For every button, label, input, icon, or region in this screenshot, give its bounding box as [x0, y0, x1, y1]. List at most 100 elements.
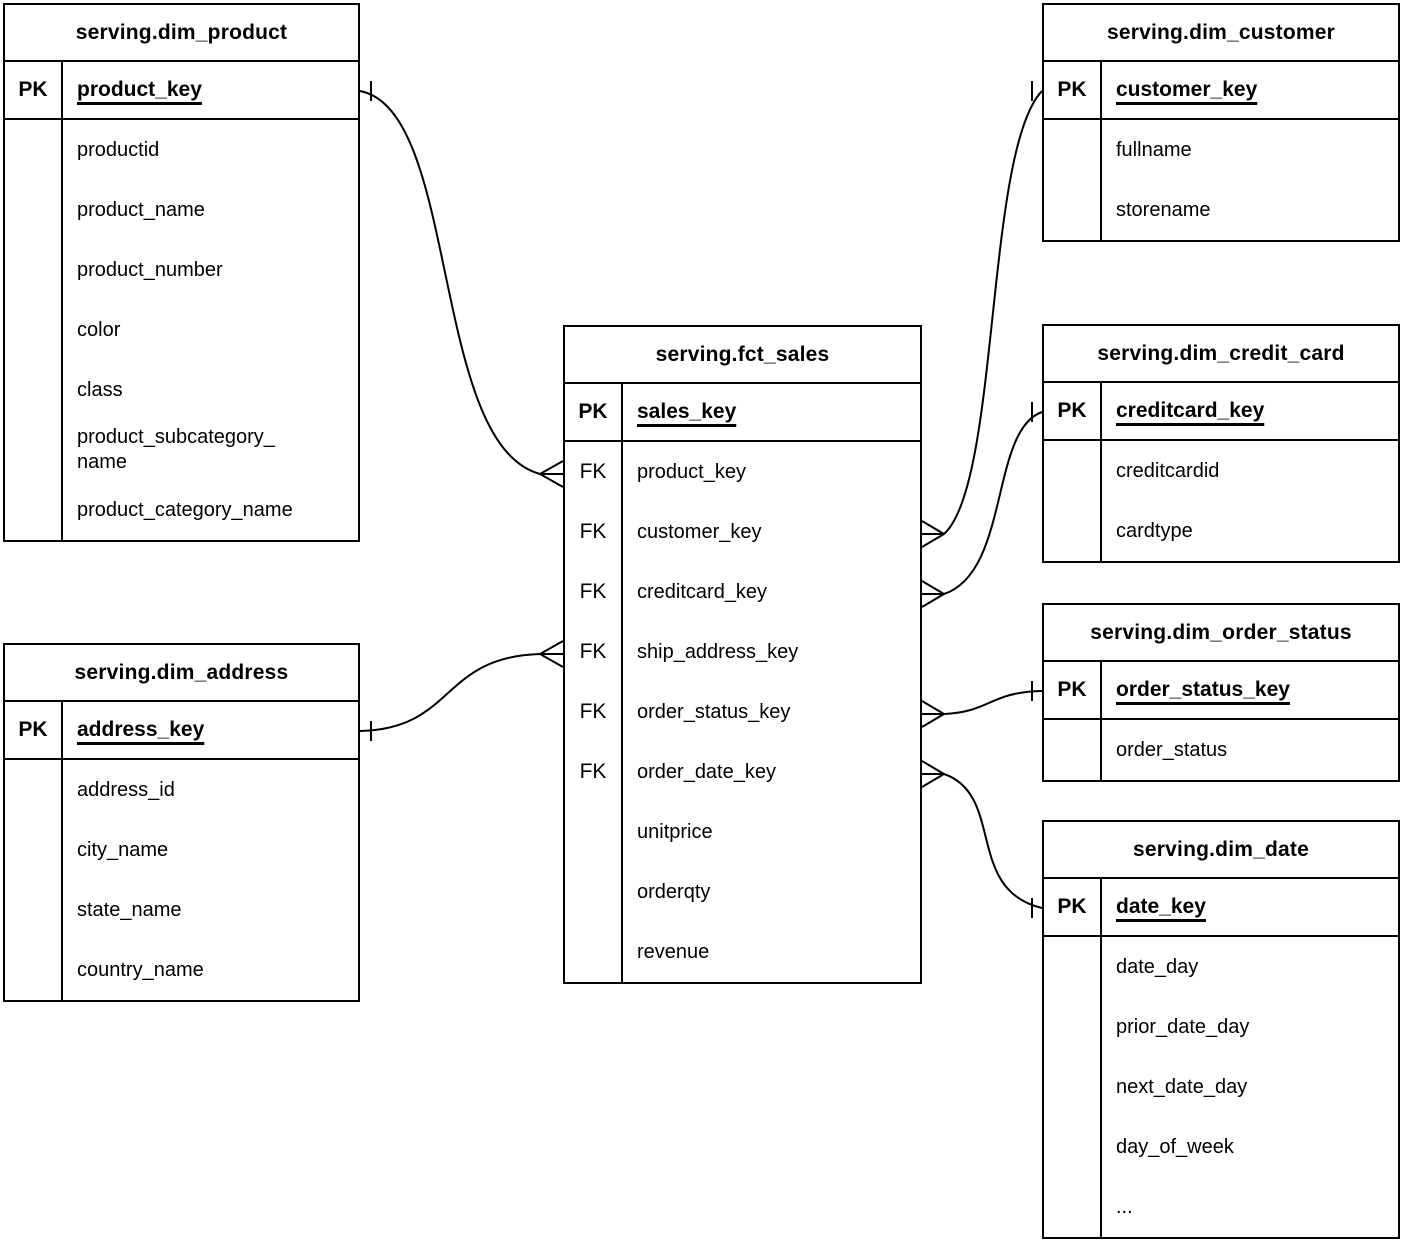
table-dim-product: serving.dim_product PK product_key produ…	[3, 3, 360, 542]
fk-label: FK	[565, 442, 623, 502]
field-row: state_name	[5, 880, 358, 940]
relationship-curve	[359, 90, 541, 475]
many-crowsfoot-marker-icon	[921, 760, 945, 788]
relationship-curve	[359, 653, 541, 732]
relationship-product-sales	[359, 81, 564, 488]
key-label	[5, 760, 63, 820]
field-row: city_name	[5, 820, 358, 880]
field-row: FK customer_key	[565, 502, 920, 562]
key-label	[1044, 1057, 1102, 1117]
table-title: serving.dim_date	[1044, 822, 1398, 879]
field-name: color	[77, 318, 121, 341]
field-name: ship_address_key	[637, 640, 799, 663]
field-row: FK product_key	[565, 442, 920, 502]
key-label	[5, 880, 63, 940]
table-title: serving.fct_sales	[565, 327, 920, 384]
relationship-curve	[943, 90, 1043, 535]
key-label	[5, 420, 63, 480]
field-name: country_name	[77, 958, 204, 981]
field-name: class	[77, 378, 123, 401]
field-name: productid	[77, 138, 160, 161]
relationship-creditcard-sales	[921, 402, 1043, 608]
field-row: orderqty	[565, 862, 920, 922]
key-label	[5, 240, 63, 300]
field-row: country_name	[5, 940, 358, 1000]
key-label	[1044, 1117, 1102, 1177]
pk-label: PK	[1044, 383, 1102, 439]
pk-field-name: customer_key	[1116, 78, 1258, 101]
pk-field-name: creditcard_key	[1116, 399, 1265, 422]
key-label	[5, 820, 63, 880]
field-row: product_number	[5, 240, 358, 300]
field-row: creditcardid	[1044, 441, 1398, 501]
key-label	[1044, 720, 1102, 780]
table-dim-order-status: serving.dim_order_status PK order_status…	[1042, 603, 1400, 782]
field-row: FK ship_address_key	[565, 622, 920, 682]
field-row: prior_date_day	[1044, 997, 1398, 1057]
field-name: order_date_key	[637, 760, 776, 783]
relationship-curve	[943, 773, 1043, 909]
field-name: order_status	[1116, 738, 1228, 761]
key-label	[1044, 120, 1102, 180]
fk-label: FK	[565, 682, 623, 742]
key-label	[1044, 501, 1102, 561]
field-name: product_category_name	[77, 498, 293, 521]
field-name: orderqty	[637, 880, 711, 903]
many-crowsfoot-marker-icon	[921, 520, 945, 548]
field-row: ...	[1044, 1177, 1398, 1237]
pk-label: PK	[565, 384, 623, 440]
key-label	[565, 802, 623, 862]
field-name: city_name	[77, 838, 169, 861]
key-label	[5, 300, 63, 360]
key-label	[5, 480, 63, 540]
table-title: serving.dim_customer	[1044, 5, 1398, 62]
field-name: unitprice	[637, 820, 713, 843]
many-crowsfoot-marker-icon	[921, 700, 945, 728]
field-name: next_date_day	[1116, 1075, 1248, 1098]
table-fct-sales: serving.fct_sales PK sales_key FK produc…	[563, 325, 922, 984]
table-title: serving.dim_order_status	[1044, 605, 1398, 662]
field-name: storename	[1116, 198, 1211, 221]
field-row: color	[5, 300, 358, 360]
pk-row: PK product_key	[5, 62, 358, 120]
pk-row: PK order_status_key	[1044, 662, 1398, 720]
key-label	[5, 940, 63, 1000]
pk-label: PK	[1044, 62, 1102, 118]
table-title: serving.dim_address	[5, 645, 358, 702]
field-name: order_status_key	[637, 700, 791, 723]
many-crowsfoot-marker-icon	[539, 460, 564, 488]
field-name: product_number	[77, 258, 223, 281]
table-dim-address: serving.dim_address PK address_key addre…	[3, 643, 360, 1002]
key-label	[5, 120, 63, 180]
fk-label: FK	[565, 742, 623, 802]
pk-field-name: product_key	[77, 78, 202, 101]
field-name: product_key	[637, 460, 746, 483]
field-name: address_id	[77, 778, 175, 801]
field-row: day_of_week	[1044, 1117, 1398, 1177]
field-row: productid	[5, 120, 358, 180]
table-dim-credit-card: serving.dim_credit_card PK creditcard_ke…	[1042, 324, 1400, 563]
field-name: product_name	[77, 198, 205, 221]
field-name: ...	[1116, 1195, 1133, 1218]
field-name: date_day	[1116, 955, 1199, 978]
pk-row: PK sales_key	[565, 384, 920, 442]
field-name: prior_date_day	[1116, 1015, 1250, 1038]
field-row: order_status	[1044, 720, 1398, 780]
field-row: storename	[1044, 180, 1398, 240]
pk-label: PK	[1044, 662, 1102, 718]
field-row: address_id	[5, 760, 358, 820]
field-row: product_subcategory_ name	[5, 420, 358, 480]
field-name: revenue	[637, 940, 710, 963]
fk-label: FK	[565, 502, 623, 562]
relationship-customer-sales	[921, 81, 1043, 548]
field-row: cardtype	[1044, 501, 1398, 561]
key-label	[5, 360, 63, 420]
relationship-orderstatus-sales	[921, 681, 1043, 728]
pk-row: PK customer_key	[1044, 62, 1398, 120]
pk-row: PK date_key	[1044, 879, 1398, 937]
field-row: next_date_day	[1044, 1057, 1398, 1117]
relationship-date-sales	[921, 760, 1043, 918]
pk-field-name: date_key	[1116, 895, 1206, 918]
table-title: serving.dim_product	[5, 5, 358, 62]
